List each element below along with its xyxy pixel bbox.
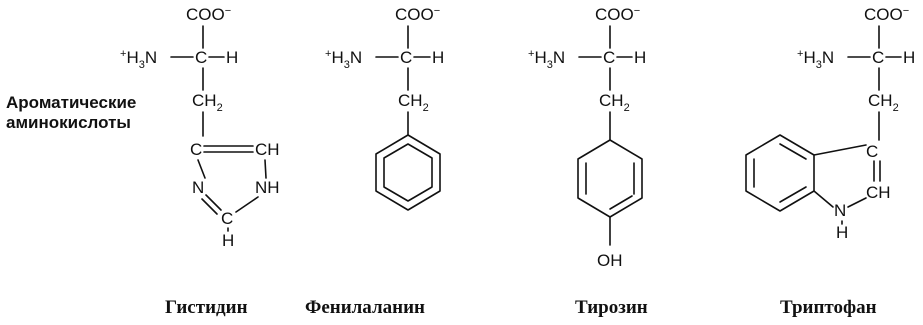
indole-ch: CH (866, 183, 891, 202)
histidine-name: Гистидин (165, 297, 248, 318)
imidazole-nh: NH (255, 178, 280, 197)
carboxylate-label: COO− (395, 5, 440, 24)
alpha-hydrogen: H (634, 48, 646, 67)
carboxylate-label: COO− (595, 5, 640, 24)
alpha-carbon: C (872, 48, 884, 67)
carboxylate-label: COO− (864, 5, 909, 24)
group-label-line1: Ароматические (6, 93, 136, 112)
methylene-group: CH2 (599, 91, 630, 114)
phenylalanine-structure: COO− +H3N C H CH2 (325, 5, 444, 211)
methylene-group: CH2 (192, 91, 223, 114)
tryptophan-structure: COO− +H3N C H CH2 C CH N H (745, 5, 915, 242)
tyrosine-name: Тирозин (575, 297, 648, 318)
group-label-line2: аминокислоты (6, 113, 131, 132)
alpha-carbon: C (400, 48, 412, 67)
alpha-carbon: C (195, 48, 207, 67)
tyrosine-structure: COO− +H3N C H CH2 OH (528, 5, 646, 270)
phenylalanine-name: Фенилаланин (305, 297, 425, 318)
methylene-group: CH2 (398, 91, 429, 114)
amine-group: +H3N (528, 48, 565, 71)
amine-group: +H3N (797, 48, 834, 71)
alpha-hydrogen: H (432, 48, 444, 67)
imidazole-c4: C (190, 140, 202, 159)
indole-c3: C (866, 142, 878, 161)
hydroxyl-group: OH (597, 251, 623, 270)
carboxylate-label: COO− (186, 5, 231, 24)
indole-h: H (836, 223, 848, 242)
imidazole-n: N (192, 178, 204, 197)
imidazole-h: H (222, 231, 234, 250)
methylene-group: CH2 (868, 91, 899, 114)
amine-group: +H3N (325, 48, 362, 71)
imidazole-ch: CH (255, 140, 280, 159)
histidine-structure: COO− +H3N C H CH2 C CH N NH C H (120, 5, 280, 250)
alpha-hydrogen: H (226, 48, 238, 67)
alpha-carbon: C (603, 48, 615, 67)
imidazole-c2: C (221, 209, 233, 228)
alpha-hydrogen: H (903, 48, 915, 67)
indole-n: N (834, 201, 846, 220)
tryptophan-name: Триптофан (780, 297, 877, 318)
amine-group: +H3N (120, 48, 157, 71)
